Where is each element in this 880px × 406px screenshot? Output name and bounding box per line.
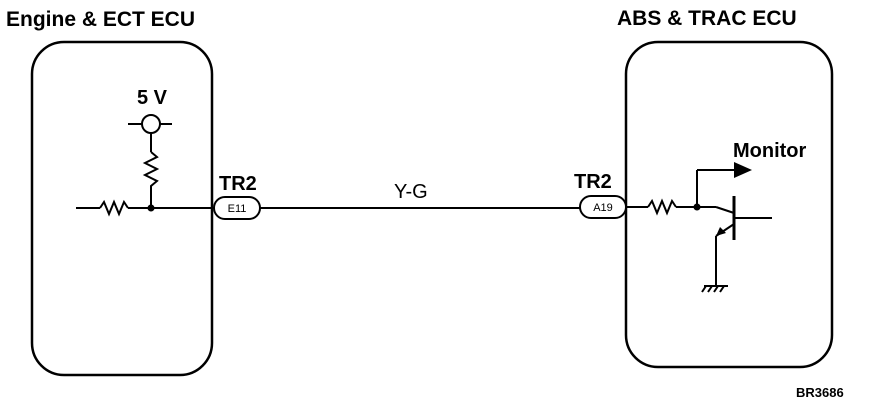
right-connector-label: TR2 [574, 171, 612, 193]
transistor-icon [715, 196, 772, 286]
junction-dot [147, 204, 155, 212]
signal-wire: Y-G [260, 181, 580, 209]
input-resistor-icon [626, 198, 716, 216]
voltage-source-icon [128, 114, 172, 152]
right-pin-label: A19 [593, 202, 613, 214]
engine-ect-ecu-title: Engine & ECT ECU [6, 8, 195, 31]
left-pin-label: E11 [228, 203, 247, 215]
abs-trac-ecu-box [624, 40, 834, 369]
abs-trac-ecu: ABS & TRAC ECU TR2 A19 Monitor [574, 7, 834, 369]
engine-ect-ecu: Engine & ECT ECU 5 V TR2 E11 [6, 8, 261, 377]
figure-id: BR3686 [796, 385, 844, 400]
monitor-label: Monitor [733, 140, 807, 162]
monitor-arrow-icon [696, 162, 752, 207]
ground-icon [701, 285, 728, 293]
supply-voltage-label: 5 V [137, 87, 168, 109]
left-connector-label: TR2 [219, 173, 257, 195]
pull-up-resistor-icon [142, 151, 160, 206]
abs-trac-ecu-title: ABS & TRAC ECU [617, 7, 797, 30]
wire-color-label: Y-G [394, 181, 428, 203]
series-resistor-icon [76, 199, 214, 217]
